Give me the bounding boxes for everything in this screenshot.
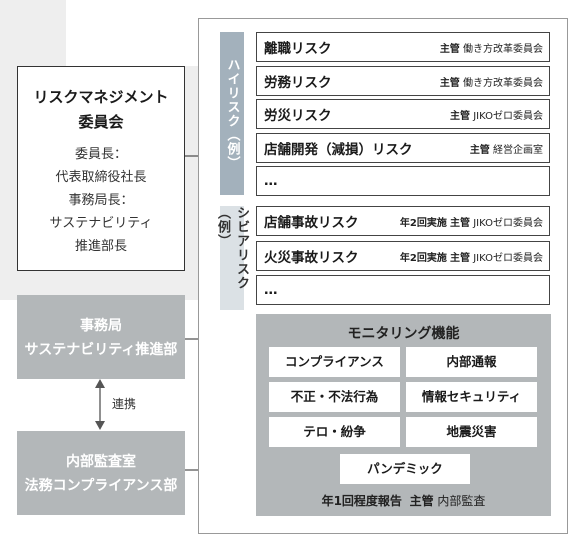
audit-line1: 内部監査室	[66, 454, 136, 470]
monitoring-lead-label: 主管	[409, 494, 434, 508]
risk-note: 年2回実施	[399, 252, 447, 264]
risk-owner: JIKOゼロ委員会	[473, 217, 543, 229]
high-risk-label: ハイリスク（例）	[220, 32, 244, 195]
high-risk-item: …	[256, 166, 550, 196]
severe-risk-item: 店舗事故リスク 年2回実施 主管 JIKOゼロ委員会	[256, 206, 550, 236]
monitoring-owner: 内部監査	[437, 494, 486, 508]
monitoring-function: コンプライアンス	[269, 347, 400, 377]
committee-member-line: 委員長：	[74, 147, 127, 162]
secretariat-line2: サステナビリティ推進部	[24, 342, 178, 358]
risk-name: 火災事故リスク	[264, 250, 359, 266]
severe-risk-label: シビアリスク（例）	[215, 206, 249, 310]
risk-name: 店舗開発（減損）リスク	[264, 142, 413, 158]
high-risk-item: 労務リスク 主管 働き方改革委員会	[256, 66, 550, 96]
severe-risk-item: …	[256, 275, 550, 305]
monitoring-function: 地震災害	[406, 417, 537, 447]
risk-name: 労務リスク	[264, 75, 332, 91]
link-label: 連携	[112, 397, 137, 411]
secretariat-line1: 事務局	[80, 318, 122, 334]
monitoring-function: 情報セキュリティ	[406, 382, 537, 412]
committee-member-line: 事務局長：	[68, 193, 134, 208]
risk-lead-label: 主管	[450, 217, 471, 229]
high-risk-item: 店舗開発（減損）リスク 主管 経営企画室	[256, 133, 550, 163]
background-notch	[66, 0, 208, 66]
risk-lead-label: 主管	[450, 110, 471, 122]
committee-member-line: サステナビリティ	[49, 216, 153, 231]
secretariat-box: 事務局 サステナビリティ推進部	[17, 295, 185, 379]
risk-name: 労災リスク	[264, 108, 332, 124]
risk-name: …	[264, 282, 278, 298]
severe-risk-item: 火災事故リスク 年2回実施 主管 JIKOゼロ委員会	[256, 241, 550, 271]
risk-owner: JIKOゼロ委員会	[473, 110, 543, 122]
risk-owner: 働き方改革委員会	[463, 77, 543, 89]
high-risk-item: 離職リスク 主管 働き方改革委員会	[256, 32, 550, 62]
monitoring-function: 不正・不法行為	[269, 382, 400, 412]
risk-name: 店舗事故リスク	[264, 215, 359, 231]
risk-owner: 経営企画室	[493, 144, 543, 156]
monitoring-title: モニタリング機能	[347, 326, 460, 342]
committee-title-line1: リスクマネジメント	[33, 88, 169, 106]
monitoring-report-frequency: 年1回程度報告	[321, 494, 402, 508]
high-risk-item: 労災リスク 主管 JIKOゼロ委員会	[256, 99, 550, 129]
risk-management-committee: リスクマネジメント 委員会 委員長： 代表取締役社長 事務局長： サステナビリテ…	[17, 66, 185, 271]
audit-box: 内部監査室 法務コンプライアンス部	[17, 431, 185, 515]
monitoring-panel: モニタリング機能 コンプライアンス 内部通報 不正・不法行為 情報セキュリティ …	[256, 314, 551, 516]
risk-lead-label: 主管	[439, 77, 460, 89]
audit-line2: 法務コンプライアンス部	[24, 478, 178, 494]
risk-lead-label: 主管	[439, 43, 460, 55]
committee-member-line: 代表取締役社長	[55, 170, 147, 185]
monitoring-function: 内部通報	[406, 347, 537, 377]
risk-lead-label: 主管	[469, 144, 490, 156]
risk-owner: JIKOゼロ委員会	[473, 252, 543, 264]
risk-name: 離職リスク	[264, 41, 332, 57]
committee-title-line2: 委員会	[78, 113, 124, 131]
risk-note: 年2回実施	[399, 217, 447, 229]
risk-name: …	[264, 173, 278, 189]
monitoring-function: テロ・紛争	[269, 417, 400, 447]
monitoring-footer: 年1回程度報告 主管 内部監査	[256, 492, 551, 509]
committee-member-line: 推進部長	[74, 239, 127, 254]
risk-owner: 働き方改革委員会	[463, 43, 543, 55]
risk-lead-label: 主管	[450, 252, 471, 264]
monitoring-function: パンデミック	[340, 454, 470, 484]
